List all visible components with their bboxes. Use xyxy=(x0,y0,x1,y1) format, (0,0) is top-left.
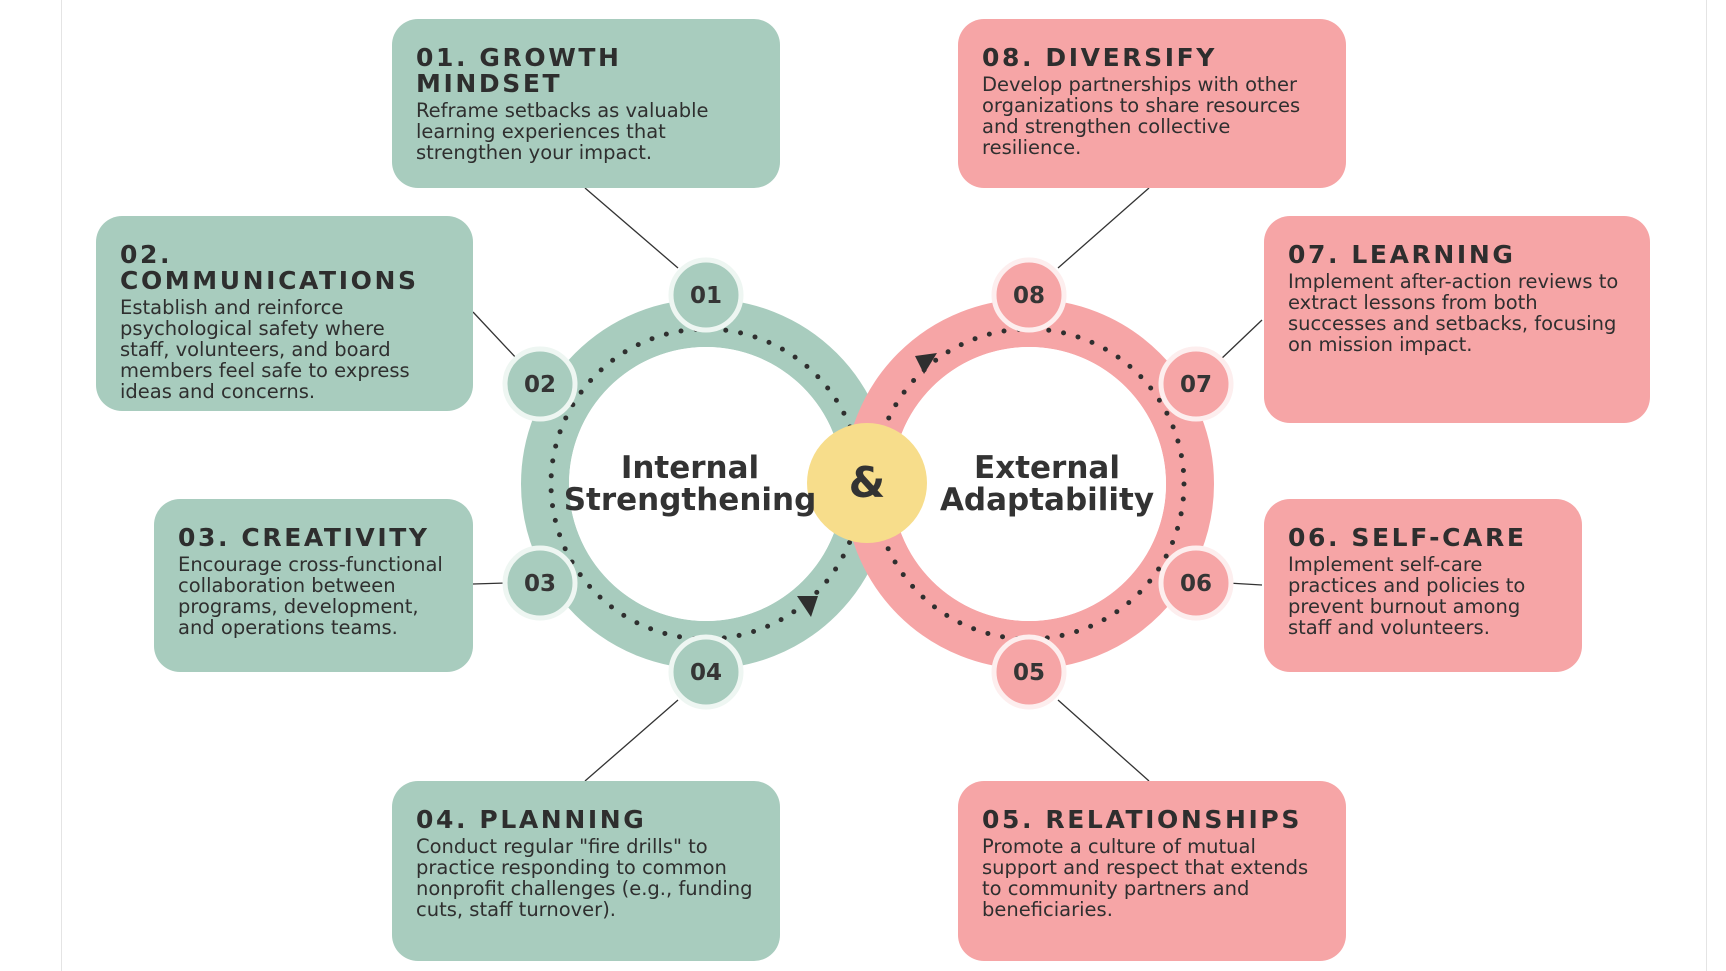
connector-03 xyxy=(472,582,507,585)
connector-04 xyxy=(584,699,679,782)
card-planning: 04. PLANNING Conduct regular "fire drill… xyxy=(392,781,780,961)
node-06: 06 xyxy=(1158,545,1234,621)
card-title: 02. COMMUNICATIONS xyxy=(120,240,419,295)
left-ring-title-line1: Internal xyxy=(621,450,759,486)
card-title: 01. GROWTH MINDSET xyxy=(416,43,622,98)
node-06-label: 06 xyxy=(1180,571,1212,597)
node-07-label: 07 xyxy=(1180,372,1212,398)
page-edge-right xyxy=(1706,0,1707,971)
card-title: 07. LEARNING xyxy=(1288,240,1516,269)
center-ampersand: & xyxy=(849,458,886,507)
card-title: 08. DIVERSIFY xyxy=(982,43,1218,72)
card-relationships: 05. RELATIONSHIPS Promote a culture of m… xyxy=(958,781,1346,961)
connector-05 xyxy=(1057,699,1150,782)
node-08: 08 xyxy=(991,257,1067,333)
node-07: 07 xyxy=(1158,346,1234,422)
node-01: 01 xyxy=(668,257,744,333)
card-title: 04. PLANNING xyxy=(416,805,647,834)
card-title: 05. RELATIONSHIPS xyxy=(982,805,1302,834)
node-02-label: 02 xyxy=(524,372,556,398)
center-disc xyxy=(807,423,927,543)
node-04-label: 04 xyxy=(690,660,722,686)
node-03-label: 03 xyxy=(524,571,556,597)
node-01-label: 01 xyxy=(690,283,722,309)
connector-02 xyxy=(472,311,519,361)
right-flow-dots xyxy=(871,326,1187,642)
card-title: 03. CREATIVITY xyxy=(178,523,430,552)
card-growth-mindset: 01. GROWTH MINDSET Reframe setbacks as v… xyxy=(392,19,780,188)
card-learning: 07. LEARNING Implement after-action revi… xyxy=(1264,216,1650,423)
connector-01 xyxy=(584,187,679,269)
node-04: 04 xyxy=(668,634,744,710)
right-ring-title-line1: External xyxy=(974,450,1120,486)
left-ring-inner xyxy=(569,347,843,621)
card-communications: 02. COMMUNICATIONS Establish and reinfor… xyxy=(96,216,473,411)
left-flow-arrow-icon xyxy=(797,596,818,617)
node-02: 02 xyxy=(502,346,578,422)
node-03: 03 xyxy=(502,545,578,621)
card-creativity: 03. CREATIVITY Encourage cross-functiona… xyxy=(154,499,473,672)
connector-08 xyxy=(1057,187,1150,269)
connector-07 xyxy=(1219,319,1263,361)
page-edge-left xyxy=(61,0,62,971)
node-05-label: 05 xyxy=(1013,660,1045,686)
right-flow-arrow-icon xyxy=(915,353,937,374)
right-ring-title-line2: Adaptability xyxy=(940,482,1154,518)
card-title: 06. SELF-CARE xyxy=(1288,523,1527,552)
connector-06 xyxy=(1227,582,1263,586)
node-08-label: 08 xyxy=(1013,283,1045,309)
card-diversify: 08. DIVERSIFY Develop partnerships with … xyxy=(958,19,1346,188)
node-05: 05 xyxy=(991,634,1067,710)
left-ring-title-line2: Strengthening xyxy=(564,482,817,518)
right-ring-inner xyxy=(892,347,1166,621)
